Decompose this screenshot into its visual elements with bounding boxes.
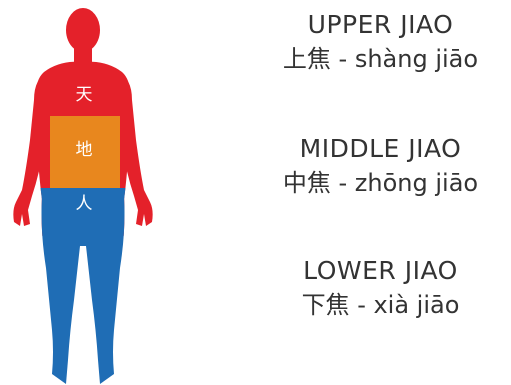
middle-jiao-label: MIDDLE JIAO 中焦 - zhōng jiāo bbox=[250, 132, 511, 200]
jiao-labels: UPPER JIAO 上焦 - shàng jiāo MIDDLE JIAO 中… bbox=[250, 0, 511, 385]
middle-jiao-title: MIDDLE JIAO bbox=[250, 132, 511, 166]
lower-jiao-title: LOWER JIAO bbox=[250, 254, 511, 288]
upper-jiao-title: UPPER JIAO bbox=[250, 8, 511, 42]
human-body-figure: 天 地 人 bbox=[0, 0, 180, 385]
upper-jiao-subtitle: 上焦 - shàng jiāo bbox=[250, 42, 511, 76]
lower-jiao-label: LOWER JIAO 下焦 - xià jiāo bbox=[250, 254, 511, 322]
lower-jiao-region bbox=[40, 188, 130, 385]
upper-glyph: 天 bbox=[64, 85, 104, 105]
middle-jiao-subtitle: 中焦 - zhōng jiāo bbox=[250, 166, 511, 200]
upper-jiao-label: UPPER JIAO 上焦 - shàng jiāo bbox=[250, 8, 511, 76]
arm-upper-fill-right bbox=[120, 116, 180, 236]
lower-glyph: 人 bbox=[64, 194, 104, 214]
body-silhouette bbox=[0, 0, 180, 385]
middle-glyph: 地 bbox=[64, 140, 104, 160]
lower-jiao-subtitle: 下焦 - xià jiāo bbox=[250, 288, 511, 322]
